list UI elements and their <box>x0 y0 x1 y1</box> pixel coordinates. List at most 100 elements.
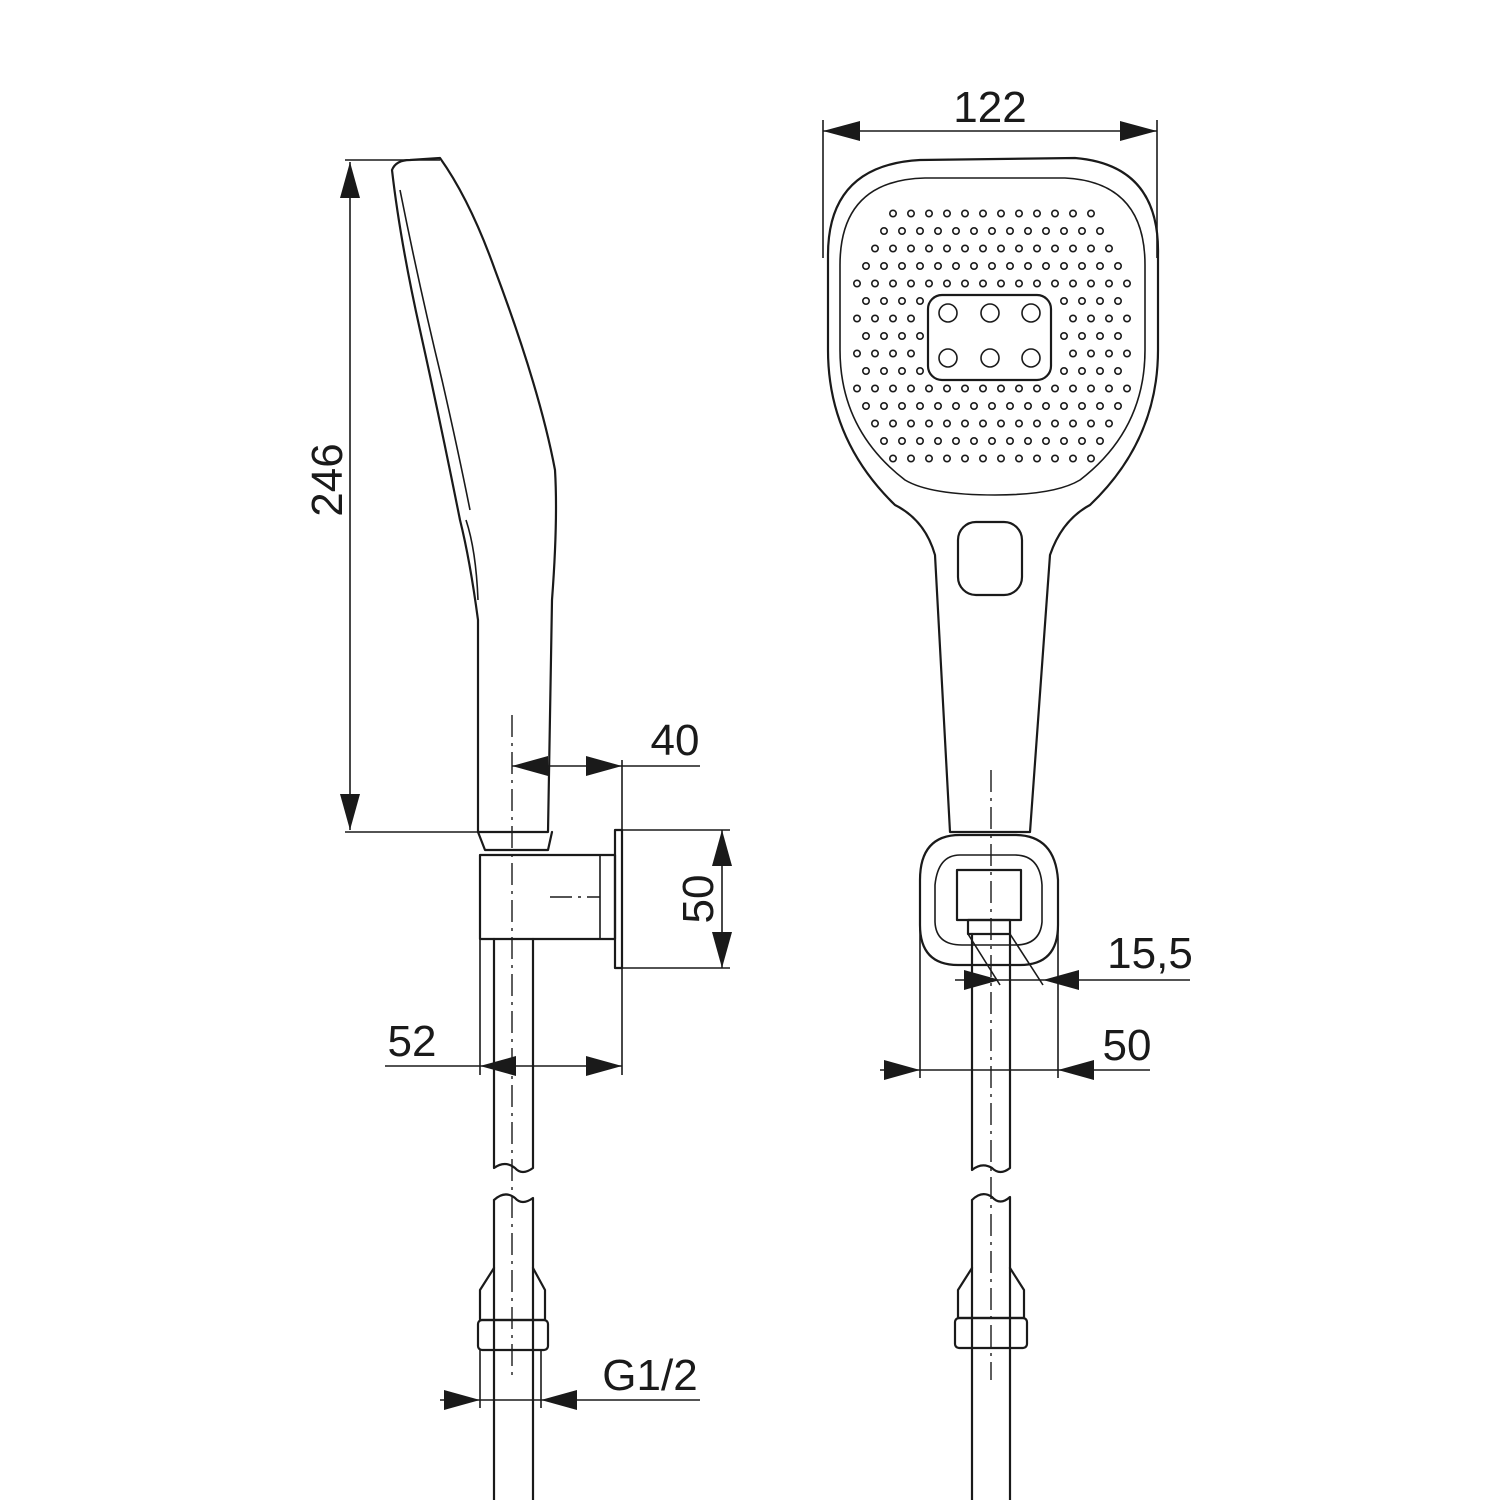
spray-nozzle <box>978 419 987 428</box>
spray-nozzle <box>1096 436 1105 445</box>
spray-nozzle <box>924 454 933 463</box>
spray-nozzle <box>852 314 861 323</box>
spray-nozzle <box>1069 454 1078 463</box>
spray-nozzle <box>1069 314 1078 323</box>
spray-nozzle <box>861 331 870 340</box>
spray-nozzle <box>1078 331 1087 340</box>
spray-nozzle <box>1060 401 1069 410</box>
spray-nozzle <box>888 279 897 288</box>
spray-nozzle <box>897 436 906 445</box>
spray-nozzle <box>978 209 987 218</box>
spray-nozzle <box>870 384 879 393</box>
spray-nozzle <box>1024 436 1033 445</box>
spray-nozzle <box>888 314 897 323</box>
spray-nozzle <box>852 279 861 288</box>
side-holder-cone <box>476 830 554 852</box>
spray-nozzle <box>888 419 897 428</box>
spray-nozzle <box>969 261 978 270</box>
spray-nozzle <box>951 261 960 270</box>
spray-nozzle <box>1060 296 1069 305</box>
spray-nozzle <box>969 401 978 410</box>
spray-nozzle <box>1033 419 1042 428</box>
dim-holder-height-50: 50 <box>674 875 723 924</box>
spray-nozzle <box>897 227 906 236</box>
front-head-outline <box>826 156 1160 834</box>
spray-nozzle <box>996 209 1005 218</box>
side-hose-lower <box>492 1193 535 1500</box>
spray-nozzle <box>879 296 888 305</box>
spray-nozzle <box>924 209 933 218</box>
spray-nozzle <box>1060 436 1069 445</box>
spray-nozzle <box>924 419 933 428</box>
center-jet <box>980 348 1000 368</box>
spray-nozzle <box>960 209 969 218</box>
spray-nozzle <box>1033 244 1042 253</box>
spray-nozzle <box>1105 419 1114 428</box>
front-center-jets-frame <box>926 293 1053 382</box>
spray-nozzle <box>960 419 969 428</box>
spray-nozzle <box>1096 227 1105 236</box>
spray-nozzle <box>1078 227 1087 236</box>
spray-nozzle <box>1114 366 1123 375</box>
spray-nozzle <box>1033 384 1042 393</box>
spray-nozzle <box>897 261 906 270</box>
spray-nozzle <box>1033 279 1042 288</box>
spray-nozzle <box>924 279 933 288</box>
spray-nozzle <box>1005 227 1014 236</box>
dimension-lines <box>340 120 1190 1410</box>
spray-nozzle <box>1096 261 1105 270</box>
spray-nozzle <box>942 244 951 253</box>
spray-nozzle <box>924 244 933 253</box>
spray-nozzle <box>1114 296 1123 305</box>
side-hose-nut-cap <box>476 1318 550 1352</box>
spray-nozzle <box>960 454 969 463</box>
spray-nozzle <box>1060 227 1069 236</box>
spray-nozzle <box>1096 331 1105 340</box>
spray-nozzle <box>1105 244 1114 253</box>
spray-nozzle <box>1114 331 1123 340</box>
spray-nozzle <box>879 261 888 270</box>
spray-nozzle <box>1087 314 1096 323</box>
spray-nozzle <box>942 419 951 428</box>
spray-nozzle <box>1069 419 1078 428</box>
spray-nozzle <box>906 419 915 428</box>
spray-nozzle <box>915 366 924 375</box>
spray-nozzle <box>1114 261 1123 270</box>
spray-nozzle <box>906 279 915 288</box>
spray-nozzle <box>888 384 897 393</box>
spray-nozzle <box>978 454 987 463</box>
center-jet <box>938 348 958 368</box>
spray-nozzle <box>978 279 987 288</box>
spray-nozzle <box>1123 314 1132 323</box>
spray-nozzle <box>1078 296 1087 305</box>
spray-nozzle <box>951 227 960 236</box>
spray-nozzle <box>879 401 888 410</box>
spray-nozzle <box>1114 401 1123 410</box>
spray-nozzle <box>1051 454 1060 463</box>
spray-nozzle <box>960 244 969 253</box>
spray-nozzle <box>969 227 978 236</box>
spray-nozzle <box>1033 454 1042 463</box>
front-holder-inner <box>934 854 1043 946</box>
spray-nozzle <box>1087 279 1096 288</box>
spray-nozzle <box>1087 349 1096 358</box>
spray-nozzle <box>1014 419 1023 428</box>
spray-nozzle <box>852 384 861 393</box>
side-button <box>465 519 479 601</box>
spray-nozzle <box>1024 261 1033 270</box>
spray-nozzle <box>870 419 879 428</box>
front-face-plate <box>839 177 1146 496</box>
spray-nozzle <box>996 419 1005 428</box>
spray-nozzle <box>1096 401 1105 410</box>
spray-nozzle <box>1069 209 1078 218</box>
spray-nozzle <box>1024 227 1033 236</box>
dim-holder-offset-40: 40 <box>651 716 700 765</box>
spray-nozzle <box>996 244 1005 253</box>
dim-thread-g12: G1/2 <box>602 1351 697 1400</box>
spray-nozzle <box>1078 401 1087 410</box>
spray-nozzle <box>1042 261 1051 270</box>
spray-nozzle <box>1123 279 1132 288</box>
side-hose-upper <box>492 937 535 1174</box>
spray-nozzle <box>888 349 897 358</box>
spray-nozzle <box>915 331 924 340</box>
